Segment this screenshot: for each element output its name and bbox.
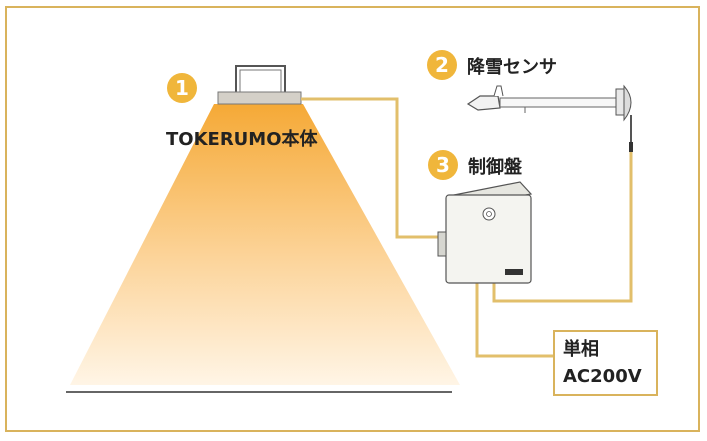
component-number-badge-3: 3 [428, 150, 458, 180]
power-phase-label: 単相 [563, 339, 599, 360]
wire-panel-to-power [475, 283, 553, 358]
wiring [301, 97, 633, 358]
component-number-badge-1: 1 [167, 73, 197, 103]
tokerumo-heater-unit [217, 65, 302, 105]
power-supply-box: 単相 AC200V [553, 330, 658, 396]
power-voltage-label: AC200V [563, 366, 642, 387]
component-number-badge-2: 2 [427, 50, 457, 80]
control-panel [437, 181, 533, 284]
heat-light-beam [70, 104, 460, 385]
control-panel-label: 制御盤 [468, 157, 522, 178]
diagram-frame [5, 6, 700, 432]
wire-heater-to-panel [301, 97, 444, 239]
snowfall-sensor [466, 84, 633, 152]
snow-sensor-label: 降雪センサ [467, 57, 557, 78]
heater-unit-label: TOKERUMO本体 [166, 129, 318, 150]
wire-sensor-to-panel [492, 150, 633, 303]
